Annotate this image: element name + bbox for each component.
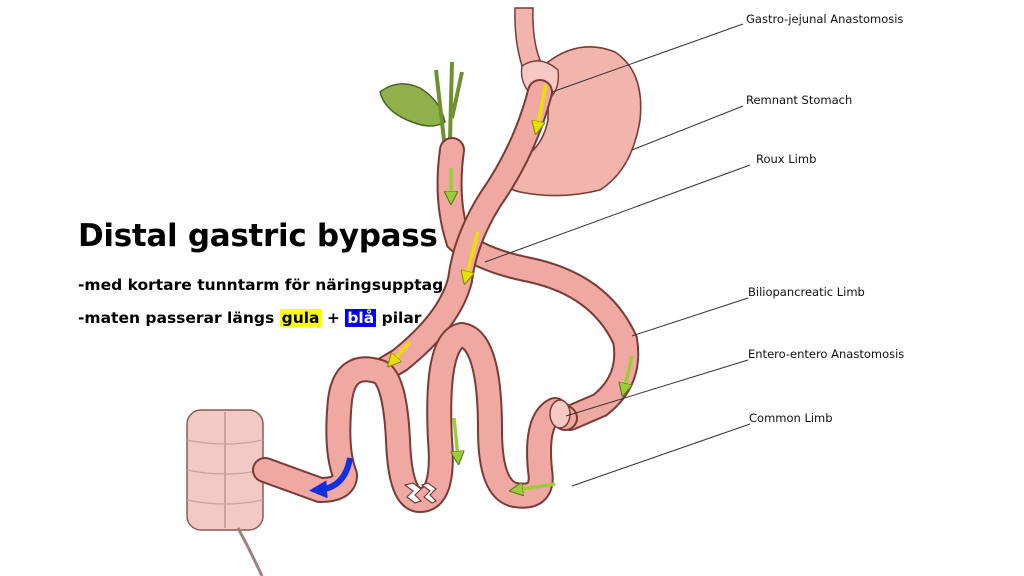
yellow-highlight-word: gula xyxy=(279,309,322,327)
blue-arrow xyxy=(309,457,353,499)
label-gastro-jejunal-anastomosis: Gastro-jejunal Anastomosis xyxy=(746,12,904,26)
label-common-limb: Common Limb xyxy=(749,411,833,425)
yellow-arrows xyxy=(392,83,548,362)
gallbladder xyxy=(379,61,464,151)
label-biliopancreatic-limb: Biliopancreatic Limb xyxy=(748,285,865,299)
label-entero-entero-anastomosis: Entero-entero Anastomosis xyxy=(748,347,905,361)
subtitle-food-path: -maten passerar längs gula + blå pilar xyxy=(78,309,421,327)
subtitle-suffix: pilar xyxy=(381,309,422,327)
colon xyxy=(186,409,264,576)
subtitle-shorter-small-intestine: -med kortare tunntarm för näringsupptag xyxy=(78,276,444,294)
intestine-break-marks xyxy=(403,482,438,504)
blue-highlight-word: blå xyxy=(345,309,377,327)
esophagus xyxy=(514,7,541,67)
leader-lines xyxy=(484,23,751,487)
subtitle-plus: + xyxy=(326,309,340,327)
label-roux-limb: Roux Limb xyxy=(756,152,817,166)
label-remnant-stomach: Remnant Stomach xyxy=(746,93,853,107)
subtitle-prefix: -maten passerar längs xyxy=(78,309,275,327)
diagram-title: Distal gastric bypass xyxy=(78,218,438,254)
green-arrows xyxy=(451,168,634,490)
entero-entero-anastomosis xyxy=(549,399,571,429)
